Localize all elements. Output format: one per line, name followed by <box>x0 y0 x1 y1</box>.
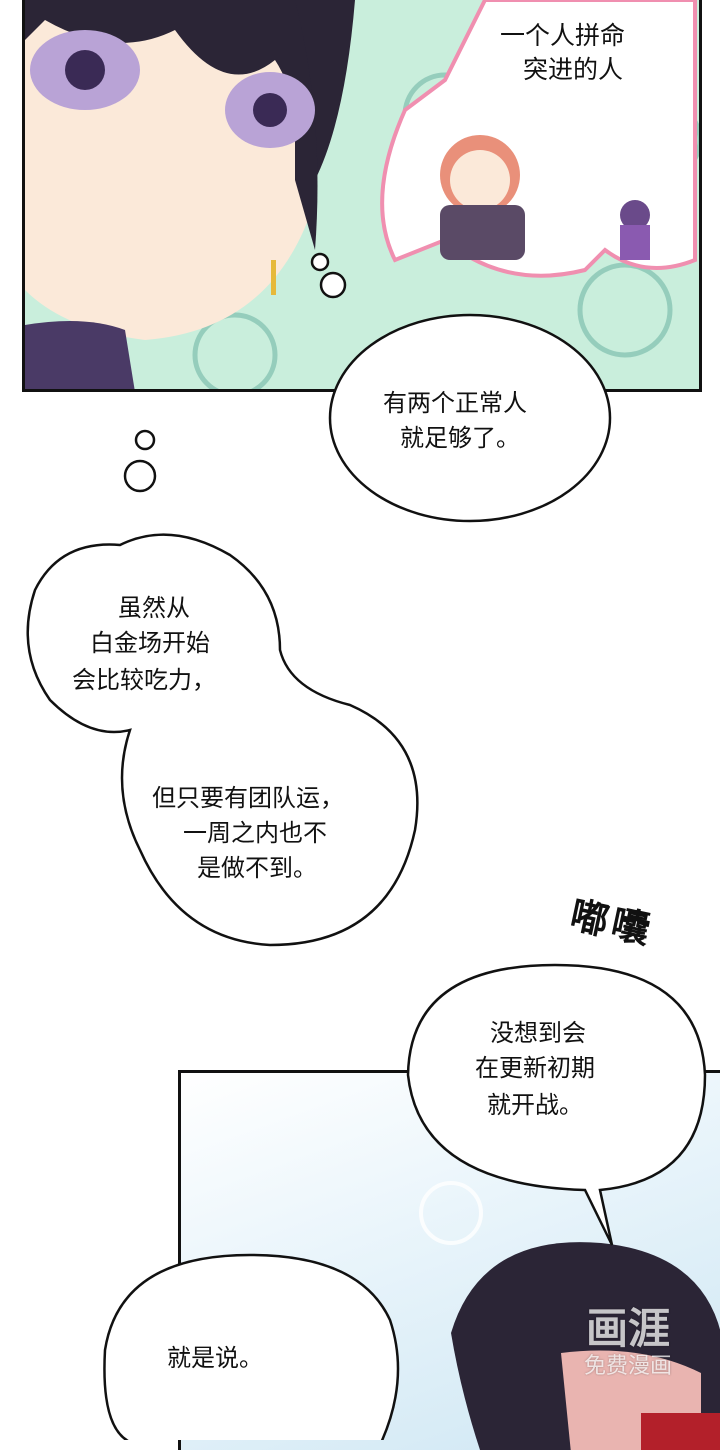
bubble2-line-6: 是做不到。 <box>197 854 317 882</box>
bubble2-line-1: 虽然从 <box>118 594 190 622</box>
bubble3-line-1: 没想到会 <box>490 1019 586 1047</box>
panel-1: 一个人拼命 突进的人 <box>22 0 702 392</box>
bubble2-line-5: 一周之内也不 <box>183 819 327 847</box>
bubble1-line-2: 就足够了。 <box>400 424 520 452</box>
caption-line-2: 突进的人 <box>523 55 624 84</box>
bubble3-line-3: 就开战。 <box>487 1091 583 1119</box>
watermark-subtitle: 免费漫画 <box>583 1354 672 1379</box>
bubble4-line-1: 就是说。 <box>167 1344 263 1372</box>
watermark-logo: 画涯 <box>585 1304 670 1353</box>
bubble2-line-3: 会比较吃力， <box>72 666 216 694</box>
watermark: 画涯 免费漫画 <box>568 1305 688 1381</box>
bubble2-line-2: 白金场开始 <box>90 629 210 657</box>
bubble1-line-1: 有两个正常人 <box>383 389 527 417</box>
bubble2-line-4: 但只要有团队运， <box>152 784 344 812</box>
bubble3-line-2: 在更新初期 <box>475 1054 595 1082</box>
panel-1-art <box>25 0 699 389</box>
caption-line-1: 一个人拼命 <box>500 21 626 50</box>
